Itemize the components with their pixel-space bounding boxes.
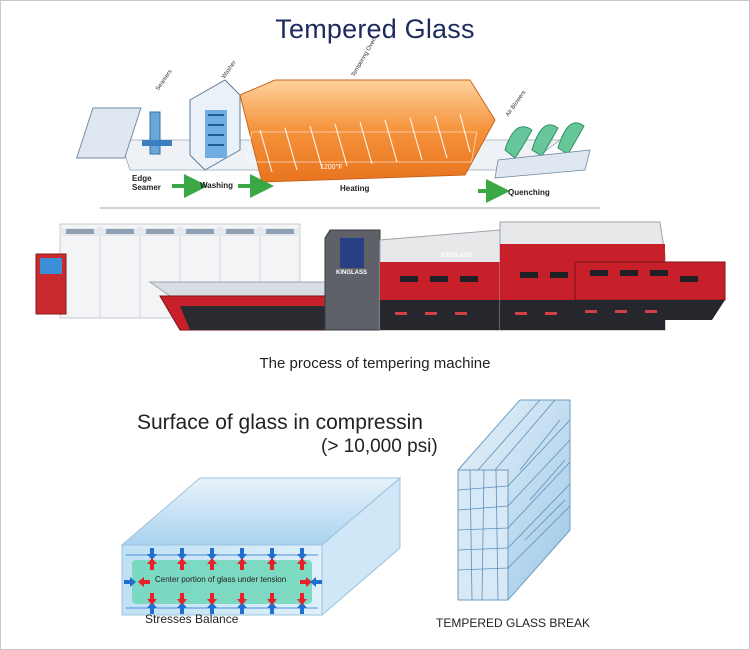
tempered-glass-break — [457, 399, 571, 601]
stress-slab — [120, 476, 402, 617]
stresses-balance-label: Stresses Balance — [145, 612, 239, 626]
label-temperature: 1200°F — [320, 164, 343, 171]
seamer-unit — [76, 107, 172, 159]
compression-value: (> 10,000 psi) — [321, 436, 438, 457]
washer-unit — [189, 79, 241, 171]
tempering-machine — [35, 221, 726, 331]
compression-heading: Surface of glass in compressin — [137, 411, 423, 434]
tension-region — [132, 560, 312, 604]
machine-brand-text-panel: KINGLASS — [441, 253, 473, 259]
page-title: Tempered Glass — [275, 14, 475, 44]
process-diagram — [76, 79, 600, 209]
brand-logo — [340, 238, 364, 268]
tension-arrows — [138, 558, 312, 605]
air-blowers — [494, 122, 591, 179]
machine-caption: The process of tempering machine — [259, 355, 491, 372]
machine-brand-text: KINGLASS — [336, 270, 368, 276]
step-quenching: Quenching — [508, 188, 550, 197]
step-heating: Heating — [340, 184, 370, 193]
tempered-glass-break-label: TEMPERED GLASS BREAK — [436, 616, 591, 630]
tension-label: Center portion of glass under tension — [155, 575, 287, 584]
tempering-oven — [239, 79, 496, 183]
compression-arrows — [147, 548, 307, 614]
step-edge-seamer: Edge Seamer — [132, 174, 161, 192]
step-washing: Washing — [200, 181, 234, 190]
